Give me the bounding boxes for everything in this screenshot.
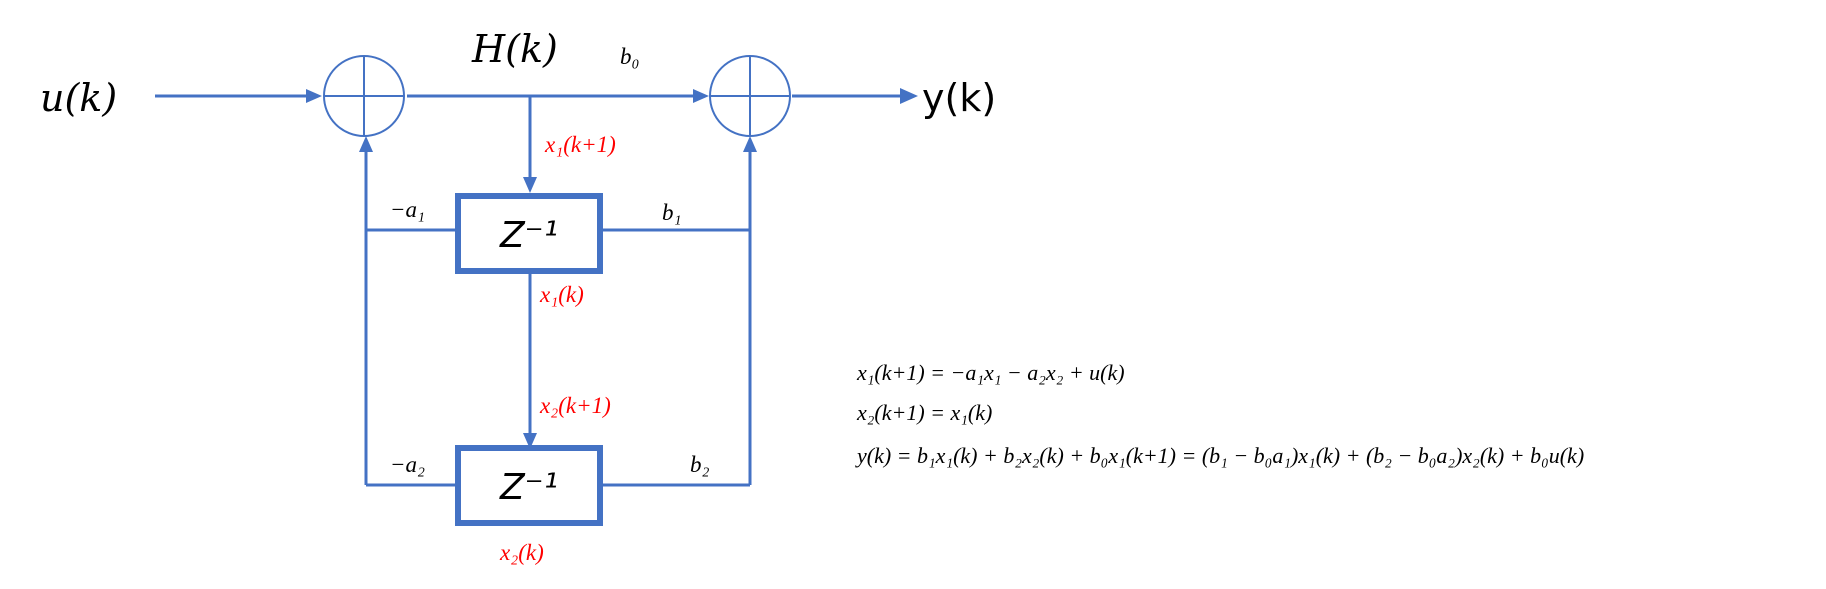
signal-x1: x₁(k) bbox=[539, 282, 584, 307]
arrow-feedback-into-sum1 bbox=[359, 136, 373, 152]
arrow-output bbox=[900, 88, 918, 104]
summing-junction-2 bbox=[709, 55, 791, 137]
arrow-into-delay2 bbox=[523, 433, 537, 449]
equation-3: y(k) = b₁x₁(k) + b₂x₂(k) + b₀x₁(k+1) = (… bbox=[857, 443, 1585, 468]
signal-x2: x₂(k) bbox=[499, 540, 544, 565]
delay-1-label: Z⁻¹ bbox=[499, 215, 558, 256]
equation-1: x₁(k+1) = −a₁x₁ − a₂x₂ + u(k) bbox=[857, 360, 1125, 385]
equation-2: x₂(k+1) = x₁(k) bbox=[857, 400, 993, 425]
arrow-forward-into-sum2 bbox=[743, 136, 757, 152]
input-label: u(k) bbox=[40, 76, 117, 120]
arrow-into-delay1 bbox=[523, 177, 537, 193]
coef-b2: b₂ bbox=[690, 452, 710, 477]
output-label: y(k) bbox=[922, 76, 996, 120]
coef-b1: b₁ bbox=[662, 200, 682, 225]
summing-junction-1 bbox=[323, 55, 405, 137]
arrow-into-sum1 bbox=[306, 89, 322, 103]
delay-2-label: Z⁻¹ bbox=[499, 467, 558, 508]
coef-b0: b₀ bbox=[620, 44, 640, 69]
coef-neg-a1: −a₁ bbox=[390, 197, 425, 222]
signal-x1-next: x₁(k+1) bbox=[544, 132, 616, 157]
arrow-into-sum2 bbox=[693, 89, 709, 103]
delay-block-2 bbox=[455, 445, 603, 526]
signal-x2-next: x₂(k+1) bbox=[539, 393, 611, 418]
coef-neg-a2: −a₂ bbox=[390, 452, 425, 477]
delay-block-1 bbox=[455, 193, 603, 274]
node-label: H(k) bbox=[471, 27, 558, 71]
